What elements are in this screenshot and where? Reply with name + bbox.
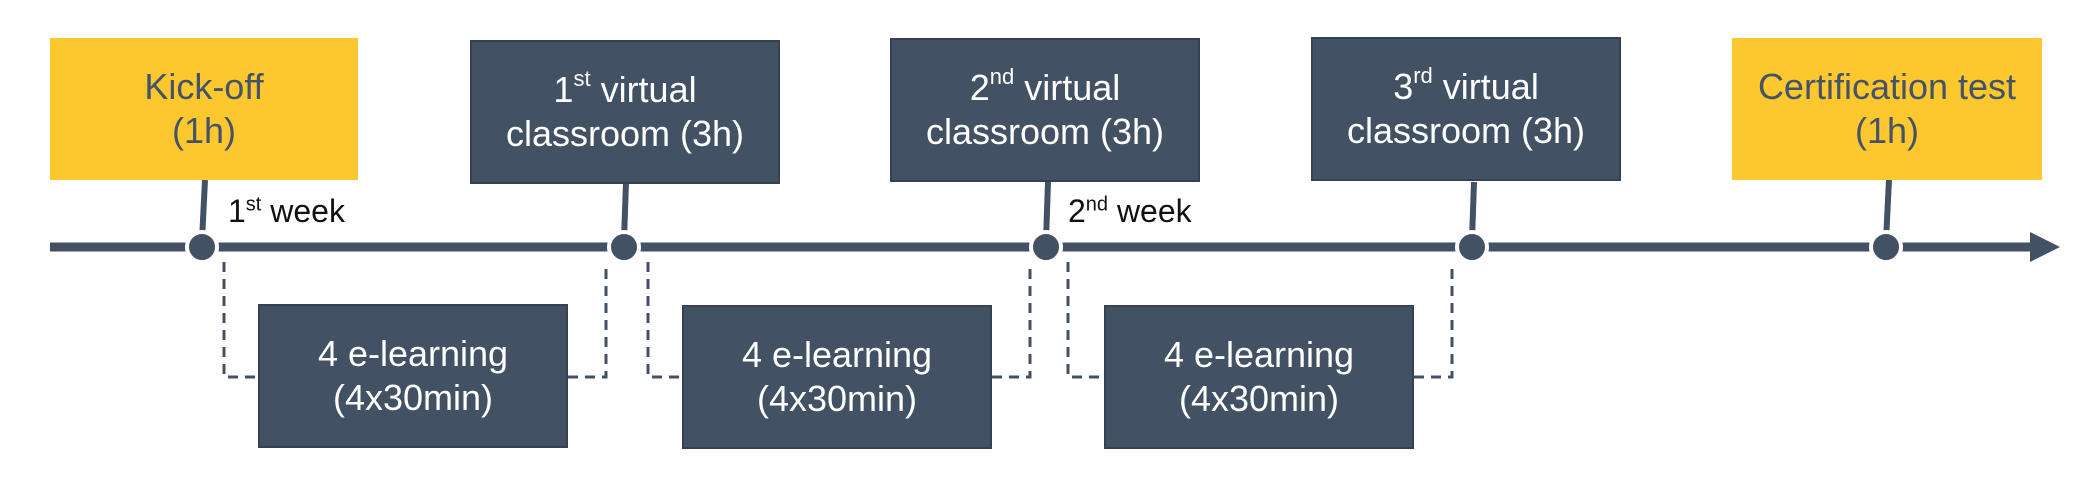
classroom-3-title: 3rd virtual bbox=[1393, 63, 1539, 108]
elearning-1-duration: (4x30min) bbox=[332, 377, 494, 418]
classroom-1-duration: classroom (3h) bbox=[505, 113, 745, 154]
kickoff-box: Kick-off (1h) bbox=[50, 38, 358, 180]
week-2-label: 2nd week bbox=[1068, 193, 1192, 229]
classroom-2-box: 2nd virtual classroom (3h) bbox=[890, 38, 1200, 182]
elearning-box-1: 4 e-learning (4x30min) bbox=[258, 304, 568, 448]
elearning-2-duration: (4x30min) bbox=[756, 378, 918, 419]
classroom-2-title: 2nd virtual bbox=[969, 64, 1121, 109]
milestone-dot-classroom-1 bbox=[607, 230, 641, 264]
connector-certification bbox=[1883, 179, 1892, 241]
milestone-dot-kickoff bbox=[185, 230, 219, 264]
timeline-arrowhead bbox=[2030, 232, 2060, 262]
milestone-dot-certification bbox=[1869, 230, 1903, 264]
milestone-dot-classroom-3 bbox=[1455, 230, 1489, 264]
classroom-3-duration: classroom (3h) bbox=[1346, 110, 1586, 151]
certification-duration: (1h) bbox=[1854, 110, 1920, 151]
elearning-2-title: 4 e-learning bbox=[741, 334, 933, 375]
classroom-2-duration: classroom (3h) bbox=[925, 111, 1165, 152]
connector-kickoff bbox=[199, 179, 208, 241]
certification-label: Certification test bbox=[1757, 66, 2017, 107]
elearning-box-3: 4 e-learning (4x30min) bbox=[1104, 305, 1414, 449]
milestone-dot-classroom-2 bbox=[1029, 230, 1063, 264]
elearning-3-title: 4 e-learning bbox=[1163, 334, 1355, 375]
classroom-1-box: 1st virtual classroom (3h) bbox=[470, 40, 780, 184]
dashed-bracket-1 bbox=[222, 262, 608, 379]
certification-box: Certification test (1h) bbox=[1732, 38, 2042, 180]
dashed-bracket-2 bbox=[646, 262, 1032, 379]
elearning-1-title: 4 e-learning bbox=[317, 333, 509, 374]
week-1-label: 1st week bbox=[228, 193, 345, 229]
classroom-1-title: 1st virtual bbox=[553, 66, 697, 111]
kickoff-label: Kick-off bbox=[144, 66, 264, 107]
kickoff-duration: (1h) bbox=[171, 110, 237, 151]
dashed-bracket-3 bbox=[1066, 262, 1454, 379]
elearning-3-duration: (4x30min) bbox=[1178, 378, 1340, 419]
classroom-3-box: 3rd virtual classroom (3h) bbox=[1311, 37, 1621, 181]
elearning-box-2: 4 e-learning (4x30min) bbox=[682, 305, 992, 449]
